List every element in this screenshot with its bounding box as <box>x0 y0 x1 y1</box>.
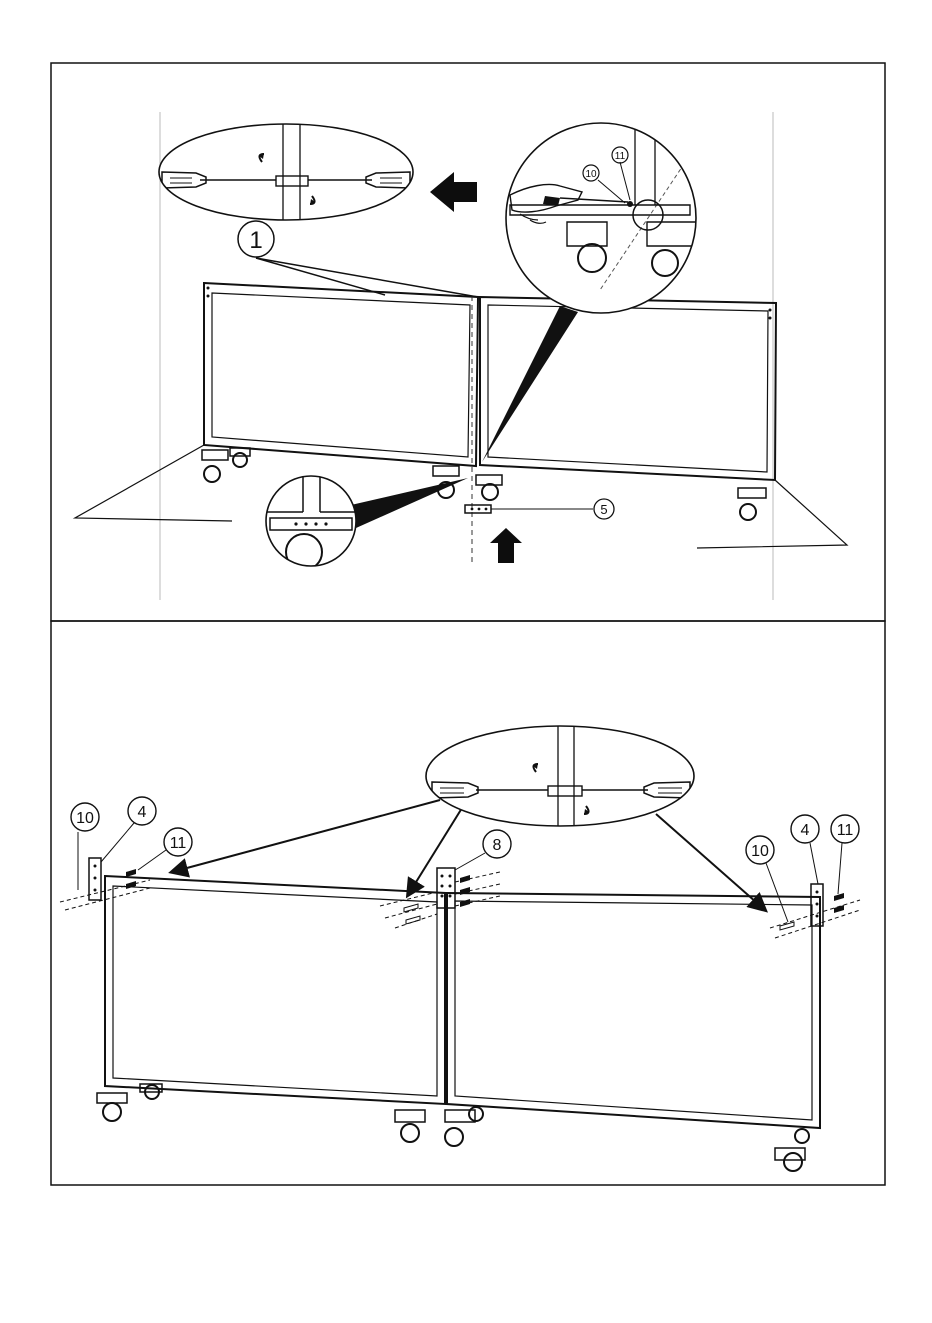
right-whiteboard-frame <box>476 297 776 520</box>
detail-circle-bracket <box>265 470 360 570</box>
leader-line <box>838 843 842 894</box>
pointer-lines-left <box>75 445 232 521</box>
callout-4-right-label: 4 <box>801 822 810 839</box>
bolt-icon <box>627 201 633 207</box>
direction-arrow-icon <box>430 172 477 212</box>
step1-border <box>51 63 885 621</box>
caster-wheel-icon <box>395 1110 425 1142</box>
caster-wheel-icon <box>202 448 250 482</box>
nut-icon <box>834 893 844 901</box>
detail-circle-caster-joint: 11 10 <box>506 115 700 313</box>
callout-10-step1-label: 10 <box>585 169 597 180</box>
callout-11-left-label: 11 <box>170 835 187 852</box>
right-whiteboard-frame <box>445 893 820 1171</box>
step1-panel: 5 1 <box>51 63 885 621</box>
direction-arrow-icon <box>490 528 522 563</box>
leader-line <box>138 850 166 870</box>
callout-1-label: 1 <box>249 227 262 254</box>
callout-11-right-label: 11 <box>837 822 854 839</box>
leader-line <box>810 843 818 884</box>
nut-icon <box>126 881 136 889</box>
leader-line <box>455 853 485 870</box>
caster-wheel-icon <box>476 475 502 500</box>
connector-plate <box>465 505 491 513</box>
pointer-lines-right <box>697 480 847 548</box>
caster-wheel-icon <box>445 1107 483 1146</box>
nut-icon <box>126 869 136 877</box>
step2-panel: 10 4 11 8 10 4 11 <box>51 621 885 1185</box>
detail-lens-bottom <box>426 722 694 830</box>
leader-line <box>101 823 134 862</box>
callout-4-left-label: 4 <box>138 804 147 821</box>
callout-8-center-label: 8 <box>493 837 502 854</box>
leader-line <box>766 863 788 922</box>
caster-wheel-icon <box>775 1129 809 1171</box>
left-whiteboard-frame <box>202 283 478 498</box>
direction-arrow-icon <box>408 808 462 895</box>
callout-10-left-label: 10 <box>76 810 94 827</box>
zoom-wedge <box>482 306 578 462</box>
callout-10-right-label: 10 <box>751 843 769 860</box>
zoom-wedge <box>351 478 468 528</box>
callout-5-label: 5 <box>600 502 607 517</box>
caster-wheel-icon <box>97 1084 162 1121</box>
direction-arrow-icon <box>172 800 440 872</box>
detail-lens-top <box>159 120 413 230</box>
caster-wheel-icon <box>738 488 766 520</box>
callout-11-step1-label: 11 <box>615 151 626 162</box>
